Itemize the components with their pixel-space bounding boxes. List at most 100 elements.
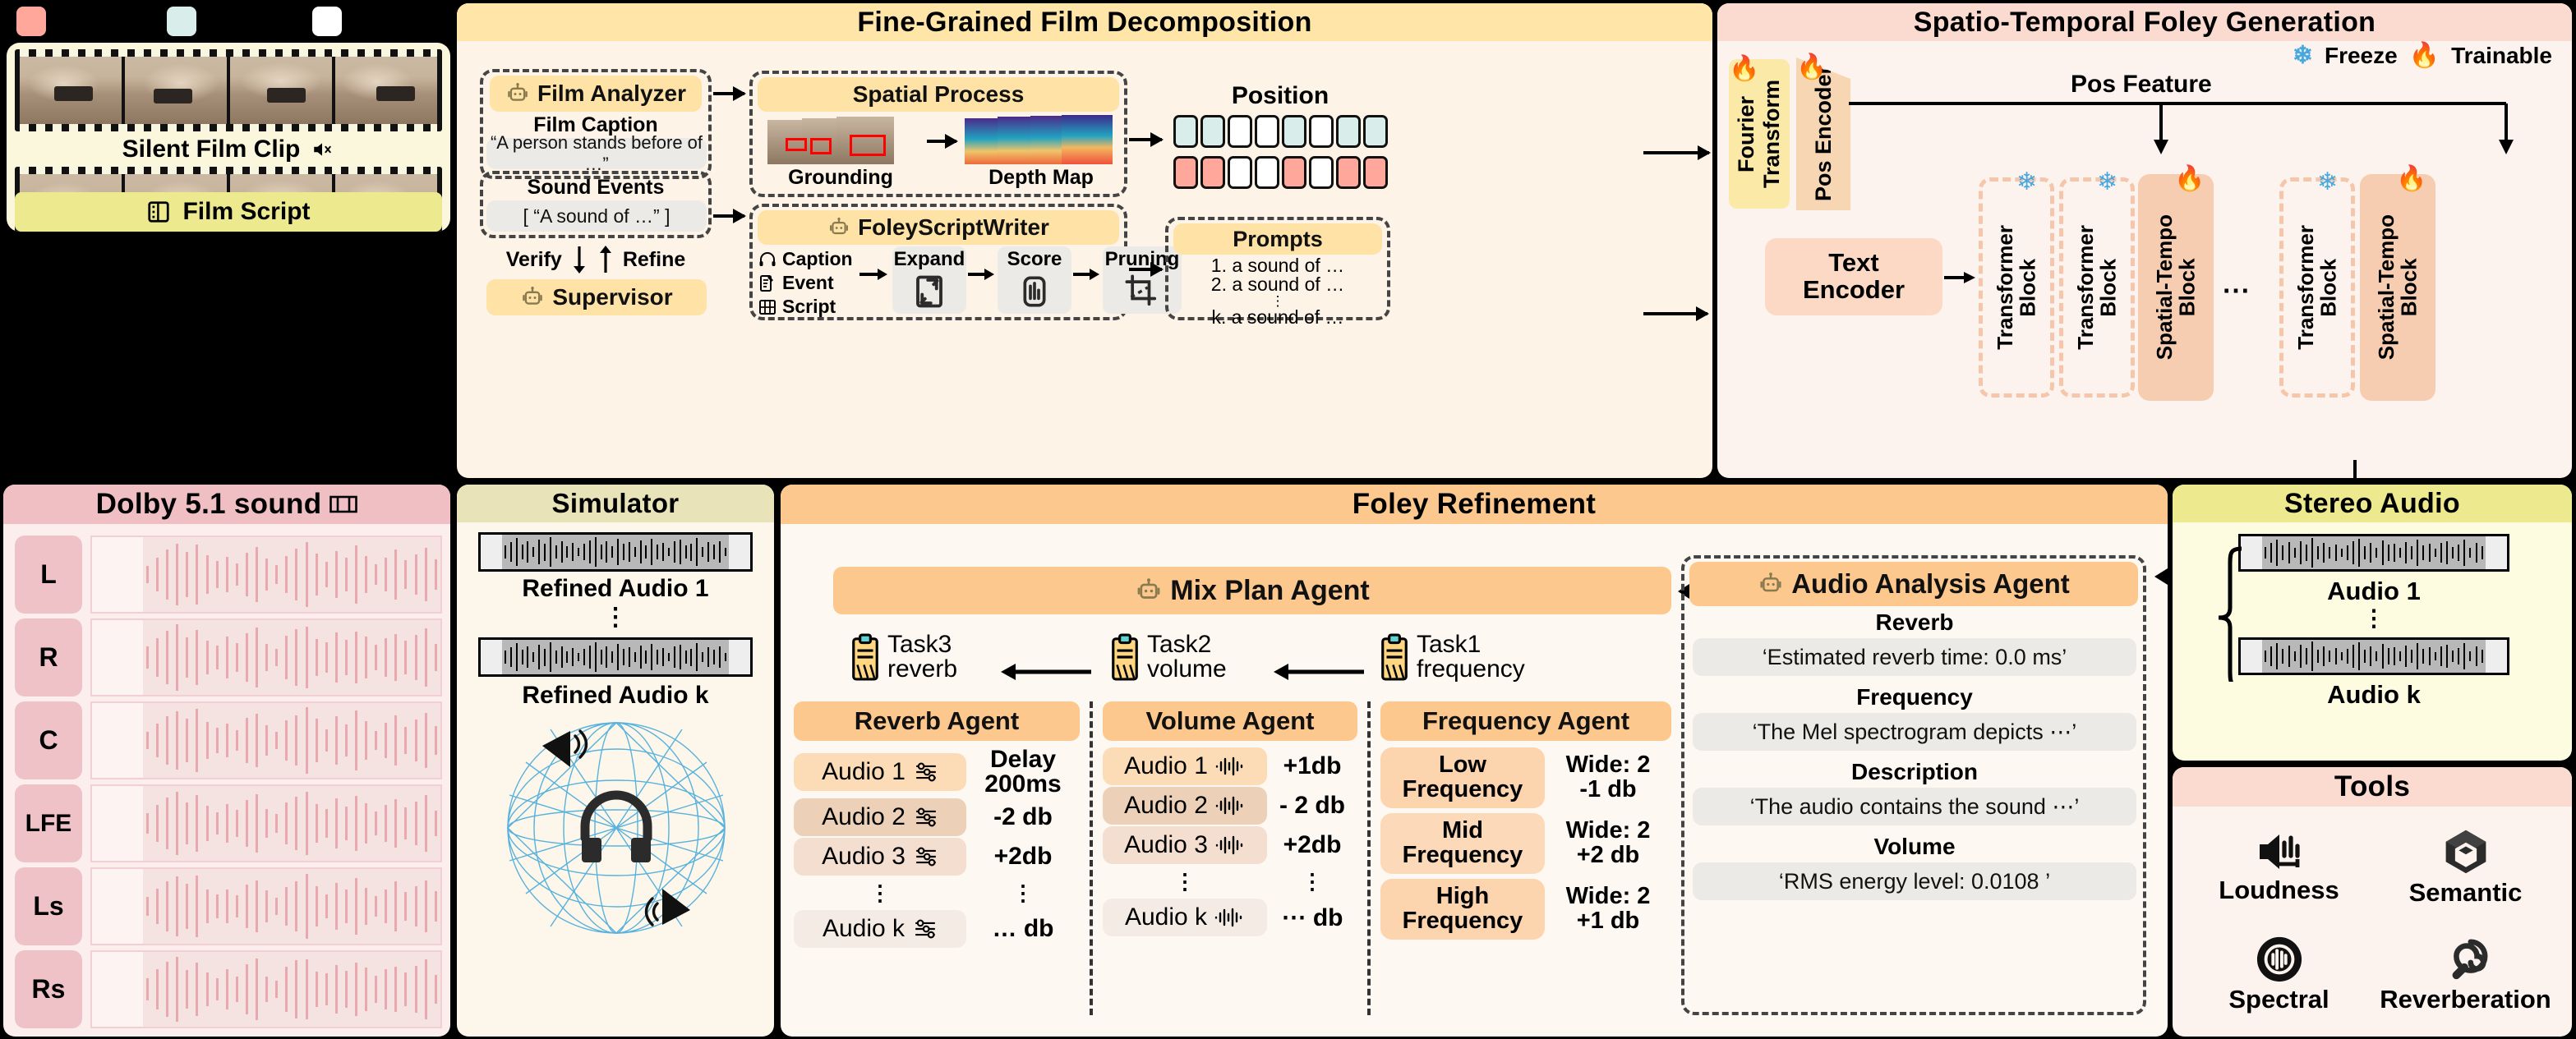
robot-icon (508, 83, 528, 101)
tool-semantic-label: Semantic (2408, 877, 2523, 907)
arrow-inputs-to-expand (859, 269, 887, 280)
step-expand[interactable]: Expand (892, 246, 966, 314)
analysis-value-description: ‘The audio contains the sound ⋯’ (1693, 788, 2136, 825)
agent-row: Audio 3 +2db (1103, 826, 1357, 864)
task3-chip: Task3 reverb (850, 632, 957, 682)
dolby-channel-label: C (15, 701, 82, 779)
clipboard-icon (1112, 633, 1138, 681)
reverb-header-value: Delay (989, 746, 1057, 773)
block-ellipsis: ⋯ (2222, 275, 2250, 306)
dolby-channel-row: LFE (15, 784, 442, 862)
stereo-audio-waveform-1 (2238, 534, 2509, 572)
frequency-row-mid-value: Wide: 2 +2 db (1565, 817, 1651, 868)
position-cell (1282, 115, 1306, 148)
dolby-waveform (90, 950, 442, 1028)
volume-row-3-value: +2db (1283, 831, 1342, 858)
tool-spectral[interactable]: Spectral (2186, 921, 2372, 1028)
foley-generation-title-bar: Spatio-Temporal Foley Generation (1717, 3, 2572, 41)
supervisor-chip[interactable]: Supervisor (486, 279, 707, 315)
fire-icon: 🔥 (2174, 165, 2205, 192)
input-label-event: Event (782, 272, 834, 293)
dolby-waveform (90, 618, 442, 696)
reverb-row-3-label: Audio 3 (822, 843, 906, 870)
step-score-label: Score (1007, 248, 1062, 270)
dolby-channel-row: Ls (15, 867, 442, 945)
block-transformer-2[interactable]: Transformer Block (2059, 177, 2135, 398)
task1-id: Task1 (1417, 631, 1482, 658)
pos-encoder-block[interactable]: Pos Encoder (1796, 57, 1850, 210)
waveform-icon (1215, 756, 1243, 776)
reverb-row-k-label: Audio k (822, 915, 906, 942)
block-spatial-tempo-1[interactable]: Spatial-Tempo Block (2138, 174, 2214, 401)
task3-id: Task3 (887, 631, 952, 658)
analysis-label-frequency: Frequency (1856, 684, 1973, 710)
robot-icon (1137, 578, 1160, 599)
dolby-title-bar: Dolby 5.1 sound (3, 485, 450, 524)
sphere-icon (506, 722, 726, 934)
agent-row-ellipsis: ⋮ ⋮ (794, 876, 1080, 910)
position-cell (1200, 156, 1225, 189)
reverb-row-1-value: 200ms (984, 770, 1062, 798)
clipboard-icon (1381, 633, 1408, 681)
analysis-value-volume: ‘RMS energy level: 0.0108 ’ (1693, 862, 2136, 900)
input-label-script: Script (782, 296, 836, 317)
step-score[interactable]: Score (998, 246, 1071, 314)
arrow-position-to-fourier (1643, 145, 1711, 160)
dolby-channel-list: L R C (15, 536, 442, 1028)
block-spatial-tempo-2[interactable]: Spatial-Tempo Block (2360, 174, 2435, 401)
score-bars-icon (1023, 276, 1046, 307)
text-encoder-block[interactable]: Text Encoder (1765, 238, 1942, 315)
decomposition-title: Fine-Grained Film Decomposition (857, 6, 1312, 38)
analysis-label-volume: Volume (1873, 834, 1956, 859)
dolby-channel-label: L (15, 536, 82, 614)
agent-row: Audio k … db (794, 910, 1080, 948)
position-cell (1336, 156, 1361, 189)
reverb-values-ellipsis: ⋮ (1012, 880, 1034, 905)
prompt-item-2: 2. a sound of … (1210, 274, 1345, 295)
task1-chip: Task1 frequency (1379, 632, 1525, 682)
reverb-row-k-value: … db (992, 915, 1054, 942)
audio-analysis-agent-chip[interactable]: Audio Analysis Agent (1689, 562, 2138, 606)
sound-events-value: [ “A sound of …” ] (486, 200, 707, 232)
position-cell (1255, 156, 1279, 189)
frequency-row-high-value: Wide: 2 +1 db (1565, 883, 1651, 934)
task2-id: Task2 (1147, 631, 1212, 658)
block-transformer-1[interactable]: Transformer Block (1979, 177, 2054, 398)
legend-freeze-label: Freeze (2324, 42, 2398, 68)
text-encoder-label: Text Encoder (1802, 248, 1906, 304)
frequency-row-high-label: High Frequency (1380, 879, 1545, 940)
spatial-process-chip[interactable]: Spatial Process (758, 77, 1119, 112)
agent-row: Audio 2 - 2 db (1103, 787, 1357, 825)
prompts-title-chip: Prompts (1173, 223, 1382, 255)
refined-audio-1-text: Refined Audio 1 (522, 575, 709, 602)
sound-events-group (480, 171, 712, 238)
stereo-audio-panel: Stereo Audio Audio 1 ⋮ Audio k (2173, 485, 2572, 761)
clipboard-icon (852, 633, 878, 681)
snowflake-icon: ❄ (2097, 168, 2118, 195)
agent-row-ellipsis: ⋮ ⋮ (1103, 864, 1357, 899)
agent-row: Audio 1 Delay 200ms (794, 747, 1080, 797)
dolby-waveform (90, 867, 442, 945)
headphones-icon (580, 790, 652, 862)
foley-script-writer-chip[interactable]: FoleyScriptWriter (758, 210, 1119, 245)
tool-reverberation[interactable]: Reverberation (2372, 921, 2559, 1028)
depth-map-thumbs (965, 115, 1117, 166)
refined-audio-waveform-k (478, 637, 753, 677)
foley-refinement-panel: Foley Refinement Mix Plan Agent Task3 re… (781, 485, 2168, 1037)
tool-loudness[interactable]: Loudness (2186, 813, 2372, 921)
fourier-transform-block[interactable]: Fourier Transform (1729, 59, 1790, 209)
refine-label: Refine (622, 247, 686, 271)
mix-plan-agent-chip[interactable]: Mix Plan Agent (833, 567, 1671, 614)
waveform-icon (1214, 908, 1242, 927)
block-transformer-3[interactable]: Transformer Block (2279, 177, 2355, 398)
simulator-vdots: ⋮ (603, 604, 628, 631)
expand-icon (916, 275, 942, 308)
film-analyzer-chip[interactable]: Film Analyzer (490, 76, 702, 112)
stereo-audio-title-bar: Stereo Audio (2173, 485, 2572, 522)
volume-row-k-label: Audio k (1124, 903, 1208, 931)
position-row-bottom (1173, 156, 1388, 189)
tool-semantic[interactable]: Semantic (2372, 813, 2559, 921)
frequency-agent-label: Frequency Agent (1422, 706, 1630, 735)
position-cell (1309, 115, 1334, 148)
agent-row: High Frequency Wide: 2 +1 db (1380, 879, 1671, 940)
